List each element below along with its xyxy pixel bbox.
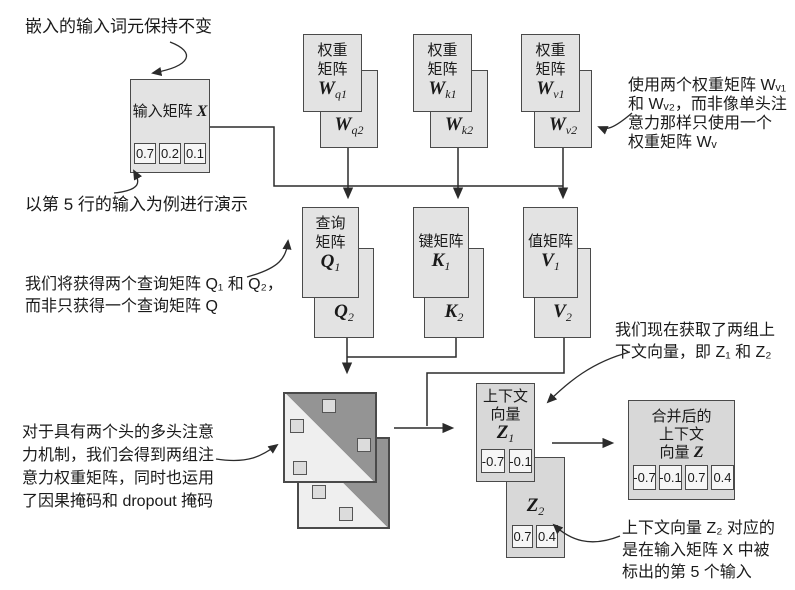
z2-cell-1: 0.7 bbox=[512, 525, 533, 548]
arrow-embed-note-to-x bbox=[151, 41, 188, 76]
merged-z-cell-3: 0.7 bbox=[685, 465, 708, 490]
note-attention-masks: 对于具有两个头的多头注意 力机制，我们会得到两组注 意力权重矩阵，同时也运用 了… bbox=[22, 424, 215, 510]
input-cell-1: 0.7 bbox=[134, 143, 156, 164]
merged-z-cell-4: 0.4 bbox=[711, 465, 734, 490]
merged-z-cells: -0.7 -0.1 0.7 0.4 bbox=[633, 465, 734, 490]
note-two-context-vectors: 我们现在获取了两组上 下文向量，即 Z₁ 和 Z₂ bbox=[615, 322, 776, 361]
merged-z-cell-1: -0.7 bbox=[633, 465, 656, 490]
merged-context-vector-z-box: 合并后的上下文向量 Z -0.7 -0.1 0.7 0.4 bbox=[628, 400, 735, 500]
input-cell-3: 0.1 bbox=[184, 143, 206, 164]
z2-cells: 0.7 0.4 bbox=[512, 525, 558, 548]
note-two-weight-matrices: 使用两个权重矩阵 Wᵥ₁ 和 Wᵥ₂，而非像单头注 意力那样只使用一个 权重矩阵… bbox=[628, 77, 787, 151]
dropout-mask-square bbox=[290, 419, 304, 433]
arrow-row5-note-to-cell bbox=[113, 169, 143, 194]
merged-z-cell-2: -0.1 bbox=[659, 465, 682, 490]
z1-cell-1: -0.7 bbox=[481, 449, 505, 473]
arrow-attn-note-to-matrix bbox=[215, 443, 279, 462]
note-z2-fifth-input: 上下文向量 Z₂ 对应的 是在输入矩阵 X 中被 标出的第 5 个输入 bbox=[622, 520, 775, 581]
dropout-mask-square bbox=[357, 438, 371, 452]
dropout-mask-square bbox=[339, 507, 353, 521]
z2-cell-2: 0.4 bbox=[536, 525, 558, 548]
dropout-mask-square bbox=[293, 461, 307, 475]
note-embedded-tokens: 嵌入的输入词元保持不变 bbox=[25, 17, 212, 36]
k2-join-line bbox=[347, 338, 457, 358]
input-cell-2: 0.2 bbox=[159, 143, 181, 164]
z1-cells: -0.7 -0.1 bbox=[481, 449, 532, 473]
note-two-query-matrices: 我们将获得两个查询矩阵 Q₁ 和 Q₂， 而非只获得一个查询矩阵 Q bbox=[25, 276, 283, 315]
z1-cell-2: -0.1 bbox=[509, 449, 532, 473]
dropout-mask-square bbox=[322, 399, 336, 413]
input-bus-line bbox=[210, 126, 563, 187]
dropout-mask-square bbox=[312, 485, 326, 499]
input-matrix-x-label: 输入矩阵 X bbox=[132, 103, 208, 120]
input-matrix-x-box: 输入矩阵 X 0.7 0.2 0.1 bbox=[130, 79, 210, 173]
arrow-query-note-to-q1 bbox=[246, 239, 292, 278]
note-row5-input: 以第 5 行的输入为例进行演示 bbox=[25, 195, 248, 214]
input-matrix-cells: 0.7 0.2 0.1 bbox=[134, 143, 206, 164]
